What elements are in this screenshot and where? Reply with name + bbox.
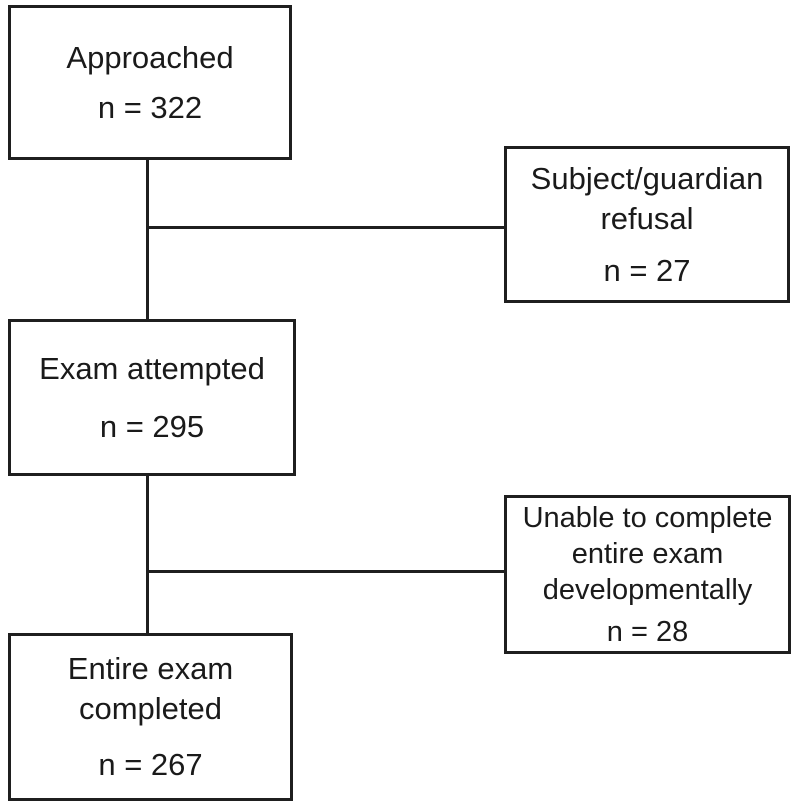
- refusal-count: n = 27: [603, 252, 691, 288]
- approached-count: n = 322: [97, 89, 203, 125]
- unable-to-complete-box: Unable to complete entire exam developme…: [504, 495, 791, 654]
- attempted-label: Exam attempted: [39, 350, 265, 386]
- approached-box: Approached n = 322: [8, 5, 292, 160]
- unable-count: n = 28: [606, 615, 689, 648]
- approached-label: Approached: [66, 39, 234, 75]
- refusal-box: Subject/guardian refusal n = 27: [504, 146, 790, 303]
- completed-label-line-1: Entire exam: [67, 651, 234, 686]
- exam-attempted-box: Exam attempted n = 295: [8, 319, 296, 476]
- unable-label-line-3: developmentally: [542, 573, 753, 606]
- unable-label-line-1: Unable to complete: [522, 501, 773, 534]
- unable-label-line-2: entire exam: [571, 537, 724, 570]
- completed-label-line-2: completed: [78, 691, 223, 726]
- exam-completed-box: Entire exam completed n = 267: [8, 633, 293, 801]
- connector-to-refusal: [146, 226, 504, 229]
- attempted-count: n = 295: [99, 408, 205, 444]
- completed-count: n = 267: [98, 747, 203, 782]
- connector-to-unable: [146, 570, 504, 573]
- refusal-label-line-2: refusal: [600, 200, 694, 236]
- refusal-label-line-1: Subject/guardian: [530, 160, 764, 196]
- connector-attempted-to-completed: [146, 476, 149, 633]
- connector-approached-to-attempted: [146, 160, 149, 319]
